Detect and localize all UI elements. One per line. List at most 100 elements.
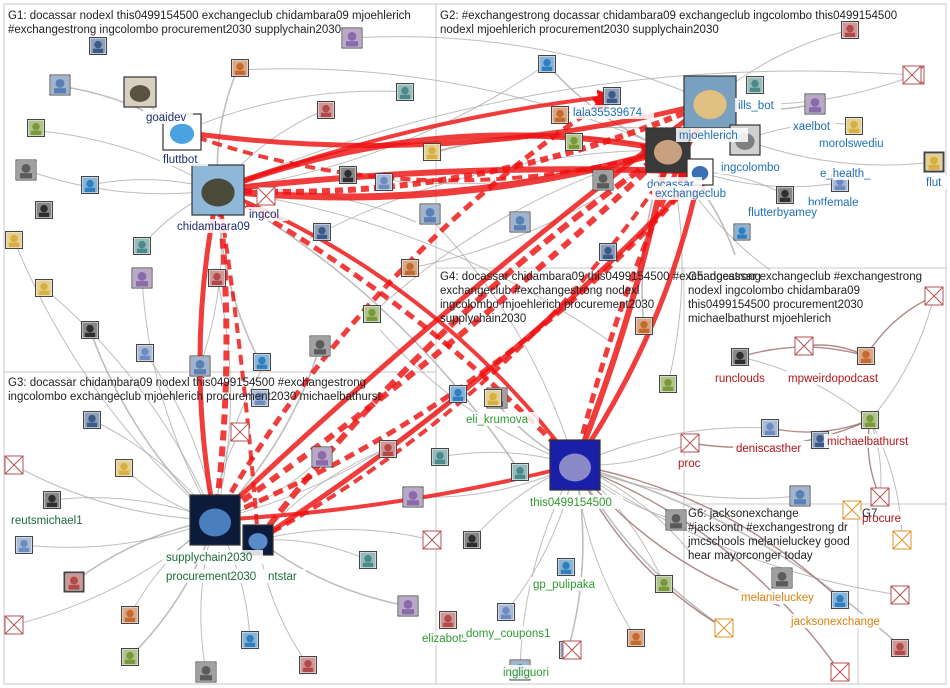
node-avatar[interactable] [746,76,764,94]
node-avatar[interactable] [359,551,377,569]
node-avatar[interactable] [439,611,457,629]
node-avatar[interactable] [396,83,414,101]
node-label[interactable]: gp_pulipaka [530,577,604,591]
node-avatar[interactable] [842,500,862,520]
node-avatar[interactable] [35,201,53,219]
node-avatar[interactable] [509,211,531,233]
node-label[interactable]: ingliguori [500,665,556,679]
node-avatar[interactable] [538,55,556,73]
node-avatar[interactable] [35,279,53,297]
node-avatar[interactable] [562,640,582,660]
node-label[interactable]: ingcolombo [718,160,790,174]
node-avatar[interactable] [339,166,357,184]
node-avatar[interactable] [195,661,217,683]
node-avatar[interactable] [251,389,269,407]
node-avatar[interactable] [731,348,749,366]
node-avatar[interactable] [131,267,153,289]
node-avatar[interactable] [133,237,151,255]
node-avatar[interactable] [841,21,859,39]
node-avatar[interactable] [771,567,793,589]
node-label[interactable]: chidambara09 [174,219,260,233]
node-avatar[interactable] [665,509,687,531]
node-avatar[interactable] [794,336,814,356]
node-label[interactable]: eli_krumova [463,412,539,426]
node-avatar[interactable] [419,203,441,225]
node-avatar[interactable] [89,37,107,55]
node-avatar[interactable] [557,558,575,576]
node-avatar[interactable] [363,305,381,323]
node-avatar[interactable] [4,455,24,475]
node-avatar[interactable] [379,440,397,458]
node-label[interactable]: michaelbathurst [824,434,922,448]
node-avatar[interactable] [313,223,331,241]
node-avatar[interactable] [655,575,673,593]
node-avatar[interactable] [870,487,890,507]
node-avatar[interactable] [892,530,912,550]
node-avatar[interactable] [789,485,811,507]
node-avatar[interactable] [81,321,99,339]
node-avatar[interactable] [497,603,515,621]
node-label[interactable]: ingcol [246,207,288,221]
node-avatar[interactable] [115,459,133,477]
node-avatar[interactable] [121,606,139,624]
node-avatar[interactable] [5,231,23,249]
node-avatar[interactable] [761,419,779,437]
node-avatar[interactable] [431,448,449,466]
node-avatar[interactable] [714,618,734,638]
hub-avatar[interactable] [123,76,157,108]
node-avatar[interactable] [15,159,37,181]
node-label[interactable]: flut [924,175,948,189]
node-avatar[interactable] [831,591,849,609]
node-avatar[interactable] [299,656,317,674]
node-label[interactable]: mjoehlerich [676,128,748,142]
node-label[interactable]: ills_bot [735,98,781,112]
node-avatar[interactable] [565,133,583,151]
node-avatar[interactable] [4,615,24,635]
node-label[interactable]: runclouds [712,371,774,385]
node-label[interactable]: exchangeclub [652,186,734,200]
hub-avatar[interactable] [683,75,737,129]
node-avatar[interactable] [449,385,467,403]
node-avatar[interactable] [253,353,271,371]
node-avatar[interactable] [603,87,621,105]
node-avatar[interactable] [309,335,331,357]
node-avatar[interactable] [776,186,794,204]
node-avatar[interactable] [924,286,944,306]
node-label[interactable]: melanieluckey [738,590,826,604]
node-avatar[interactable] [804,93,826,115]
node-avatar[interactable] [375,173,393,191]
node-label[interactable]: proc [675,456,707,470]
node-avatar[interactable] [659,375,677,393]
node-avatar[interactable] [83,411,101,429]
node-avatar[interactable] [256,186,276,206]
hub-avatar[interactable] [549,439,601,491]
node-avatar[interactable] [231,59,249,77]
node-avatar[interactable] [43,491,61,509]
node-label[interactable]: procurement2030 [163,569,269,583]
node-avatar[interactable] [401,259,419,277]
node-label[interactable]: jacksonexchange [788,614,892,628]
node-label[interactable]: morolswediu [816,136,894,150]
node-label[interactable]: domy_coupons1 [463,626,559,640]
node-avatar[interactable] [924,152,944,172]
node-label[interactable]: ntstar [266,569,306,583]
node-avatar[interactable] [592,169,614,191]
node-avatar[interactable] [341,27,363,49]
node-avatar[interactable] [64,572,84,592]
node-avatar[interactable] [422,530,442,550]
node-avatar[interactable] [311,446,333,468]
node-avatar[interactable] [121,648,139,666]
node-avatar[interactable] [49,74,71,96]
node-label[interactable]: this0499154500 [527,495,623,509]
node-label[interactable]: xaelbot [790,119,836,133]
node-label[interactable]: e_health_ [817,166,879,180]
node-avatar[interactable] [27,119,45,137]
node-avatar[interactable] [511,463,529,481]
node-avatar[interactable] [830,662,850,682]
node-label[interactable]: lala35539674 [570,105,654,119]
node-avatar[interactable] [484,389,502,407]
node-avatar[interactable] [861,411,879,429]
node-avatar[interactable] [599,243,617,261]
node-avatar[interactable] [397,595,419,617]
node-avatar[interactable] [423,143,441,161]
